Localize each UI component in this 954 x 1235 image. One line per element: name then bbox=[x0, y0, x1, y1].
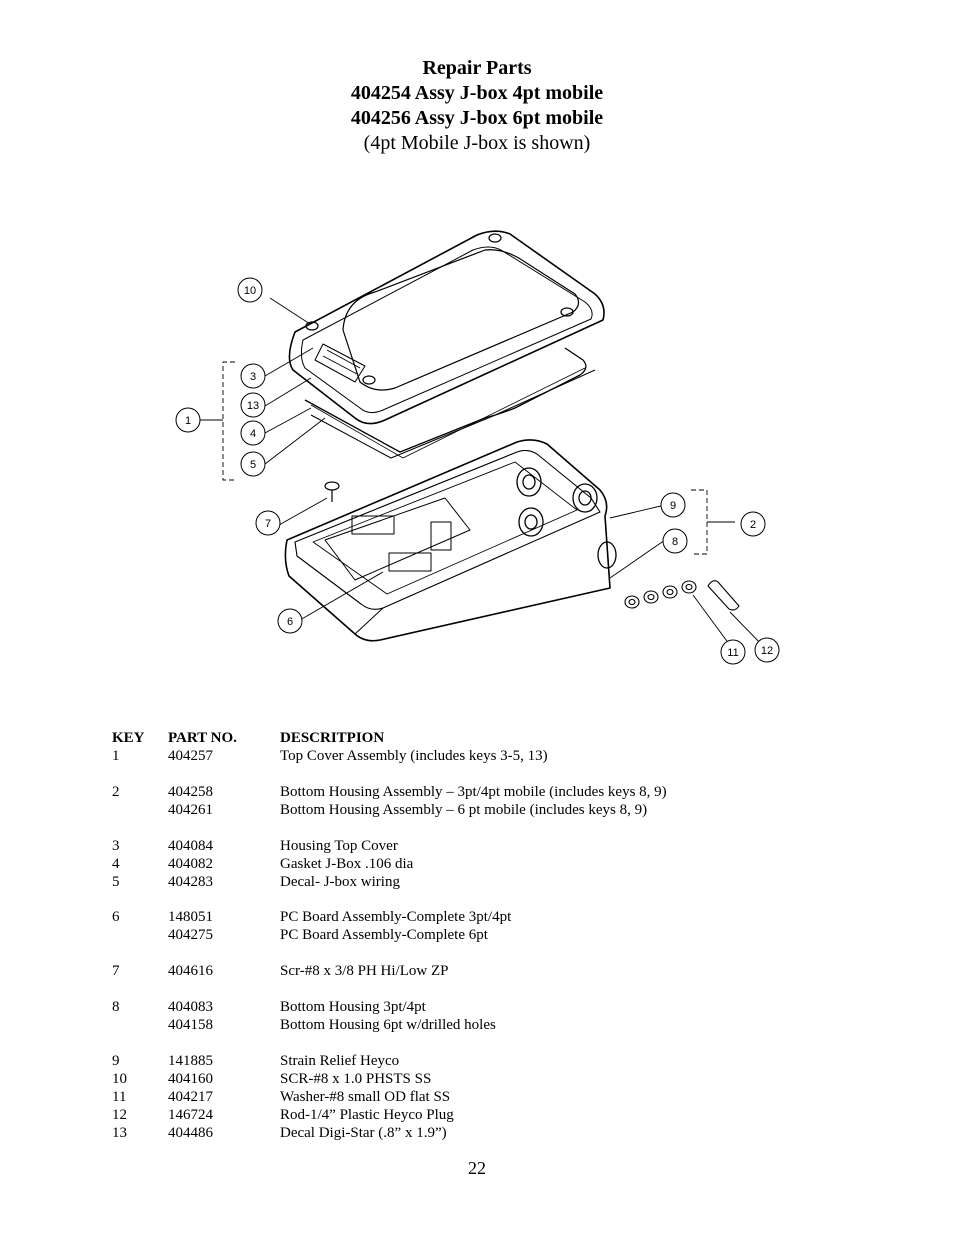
row-desc: Decal Digi-Star (.8” x 1.9”) bbox=[280, 1125, 447, 1141]
row-part: 404283 bbox=[168, 874, 213, 890]
row-key: 9 bbox=[112, 1053, 120, 1069]
row-key: 10 bbox=[112, 1071, 127, 1087]
row-key: 3 bbox=[112, 838, 120, 854]
row-desc: Gasket J-Box .106 dia bbox=[280, 856, 414, 872]
top-cover bbox=[288, 230, 605, 425]
row-key: 7 bbox=[112, 963, 120, 979]
callout-9: 9 bbox=[670, 500, 676, 512]
screws bbox=[305, 233, 574, 502]
terminal-blocks bbox=[351, 515, 452, 572]
callout-1: 1 bbox=[185, 415, 191, 427]
rod-plug bbox=[707, 580, 740, 611]
row-desc: Housing Top Cover bbox=[280, 838, 398, 854]
pc-board bbox=[324, 497, 471, 581]
row-desc: Decal- J-box wiring bbox=[280, 874, 400, 890]
row-part: 404616 bbox=[168, 963, 213, 979]
callout-7: 7 bbox=[265, 518, 271, 530]
row-key: 13 bbox=[112, 1125, 127, 1141]
callout-10: 10 bbox=[244, 285, 256, 297]
row-desc: PC Board Assembly-Complete 3pt/4pt bbox=[280, 909, 512, 925]
subtitle-shown: (4pt Mobile J-box is shown) bbox=[363, 132, 591, 154]
row-part: 404257 bbox=[168, 748, 213, 764]
row-desc: Washer-#8 small OD flat SS bbox=[280, 1089, 451, 1105]
exploded-jbox-diagram: 10 3 13 4 5 1 7 6 8 9 2 11 12 bbox=[155, 220, 800, 680]
callout-6: 6 bbox=[287, 616, 293, 628]
row-part: 404084 bbox=[168, 838, 213, 854]
page-number: 22 bbox=[468, 1158, 486, 1178]
title-assy-4pt: 404254 Assy J-box 4pt mobile bbox=[350, 82, 604, 104]
row-desc: Top Cover Assembly (includes keys 3-5, 1… bbox=[280, 748, 548, 764]
header-key: KEY bbox=[112, 730, 145, 746]
row-desc: Scr-#8 x 3/8 PH Hi/Low ZP bbox=[280, 963, 449, 979]
washers bbox=[624, 580, 697, 609]
row-desc: Bottom Housing Assembly – 3pt/4pt mobile… bbox=[280, 784, 667, 800]
row-part: 146724 bbox=[168, 1107, 213, 1123]
callout-12: 12 bbox=[761, 645, 773, 657]
callout-8: 8 bbox=[672, 536, 678, 548]
row-key: 2 bbox=[112, 784, 120, 800]
callout-5: 5 bbox=[250, 459, 256, 471]
row-part: 404261 bbox=[168, 802, 213, 818]
callout-4: 4 bbox=[250, 428, 256, 440]
row-key: 11 bbox=[112, 1089, 127, 1105]
row-part: 141885 bbox=[168, 1053, 213, 1069]
row-desc: Strain Relief Heyco bbox=[280, 1053, 400, 1069]
row-desc: Bottom Housing 6pt w/drilled holes bbox=[280, 1017, 496, 1033]
row-part: 404217 bbox=[168, 1089, 213, 1105]
row-key: 8 bbox=[112, 999, 120, 1015]
row-part: 404160 bbox=[168, 1071, 213, 1087]
title-repair-parts: Repair Parts bbox=[422, 57, 532, 79]
row-key: 6 bbox=[112, 909, 120, 925]
callout-11: 11 bbox=[727, 647, 738, 659]
strain-reliefs bbox=[516, 467, 617, 569]
callout-2: 2 bbox=[750, 519, 756, 531]
row-key: 5 bbox=[112, 874, 120, 890]
row-part: 404083 bbox=[168, 999, 213, 1015]
row-key: 1 bbox=[112, 748, 120, 764]
row-part: 404258 bbox=[168, 784, 213, 800]
row-part: 404486 bbox=[168, 1125, 213, 1141]
callout-3: 3 bbox=[250, 371, 256, 383]
row-desc: SCR-#8 x 1.0 PHSTS SS bbox=[280, 1071, 432, 1087]
row-part: 404082 bbox=[168, 856, 213, 872]
row-desc: Bottom Housing Assembly – 6 pt mobile (i… bbox=[280, 802, 648, 818]
row-key: 4 bbox=[112, 856, 120, 872]
header-part-no: PART NO. bbox=[168, 730, 237, 746]
header-description: DESCRITPION bbox=[280, 730, 385, 746]
row-part: 404275 bbox=[168, 927, 213, 943]
callout-13: 13 bbox=[247, 400, 259, 412]
row-desc: Rod-1/4” Plastic Heyco Plug bbox=[280, 1107, 454, 1123]
row-desc: Bottom Housing 3pt/4pt bbox=[280, 999, 426, 1015]
title-assy-6pt: 404256 Assy J-box 6pt mobile bbox=[350, 107, 604, 129]
row-desc: PC Board Assembly-Complete 6pt bbox=[280, 927, 488, 943]
row-part: 148051 bbox=[168, 909, 213, 925]
decal-plate bbox=[310, 369, 596, 459]
row-part: 404158 bbox=[168, 1017, 213, 1033]
row-key: 12 bbox=[112, 1107, 127, 1123]
gasket bbox=[304, 347, 587, 453]
